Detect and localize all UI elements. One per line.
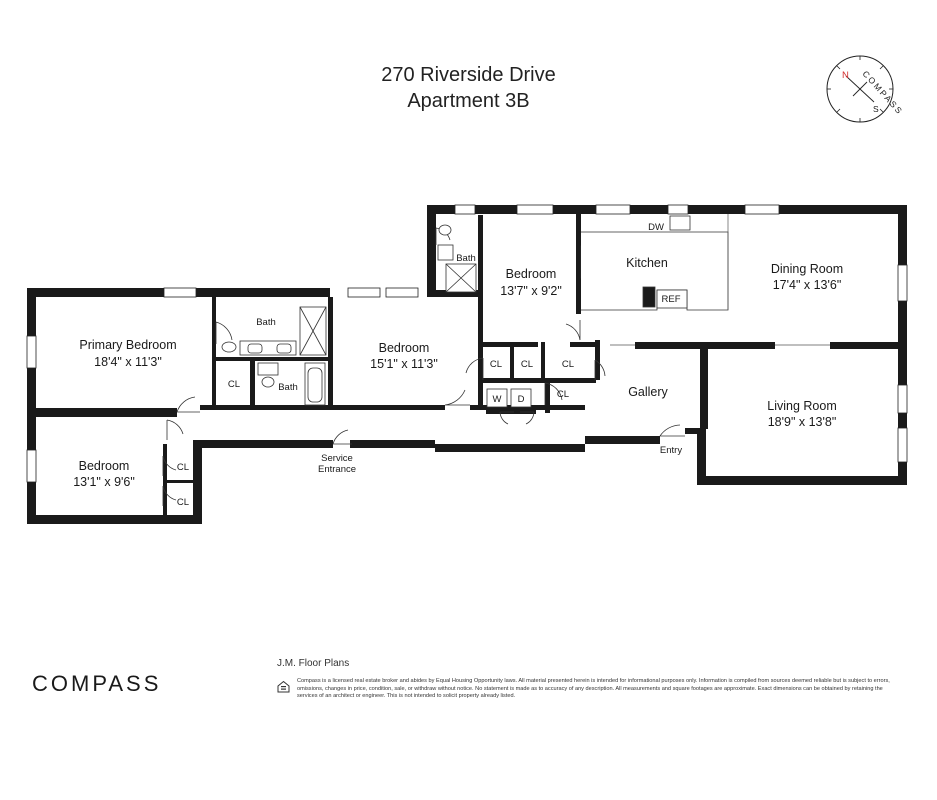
divider-lines [610, 214, 830, 346]
closet-label-primary: CL [228, 379, 240, 390]
closet-label-left-1: CL [177, 462, 189, 473]
living-room-name: Living Room [767, 399, 836, 413]
dryer-label: D [518, 394, 525, 405]
windows [26, 204, 908, 483]
bedroom-upper-size: 13'7" x 9'2" [500, 284, 562, 298]
bedroom-upper-name: Bedroom [506, 267, 557, 281]
closet-label-left-2: CL [177, 497, 189, 508]
compass-north: N [842, 70, 849, 81]
living-room-size: 18'9" x 13'8" [768, 415, 837, 429]
bedroom-left-name: Bedroom [79, 459, 130, 473]
closet-label-4: CL [557, 389, 569, 400]
bath-label-second: Bath [278, 382, 298, 393]
kitchen-name: Kitchen [626, 256, 668, 270]
bedroom-center-name: Bedroom [379, 341, 430, 355]
bedroom-center-size: 15'1" x 11'3" [370, 357, 438, 371]
gallery-name: Gallery [628, 385, 668, 399]
entry-label: Entry [660, 445, 682, 456]
equal-housing-icon [277, 680, 290, 693]
compass-logo: COMPASS [32, 671, 162, 696]
floor-plan-credit: J.M. Floor Plans [277, 658, 350, 669]
service-entrance-line1: Service [321, 453, 353, 464]
dining-room-size: 17'4" x 13'6" [773, 278, 842, 292]
bedroom-left-size: 13'1" x 9'6" [73, 475, 135, 489]
closet-label-3: CL [562, 359, 574, 370]
bath-label-upper: Bath [456, 253, 476, 264]
washer-label: W [493, 394, 502, 405]
closet-label-2: CL [521, 359, 533, 370]
walls [27, 205, 907, 524]
primary-bedroom-size: 18'4" x 11'3" [94, 355, 162, 369]
address-title: 270 Riverside Drive [381, 64, 556, 86]
refrigerator-label: REF [662, 294, 681, 305]
compass-south: S [873, 104, 879, 114]
compass-text: COMPASS [861, 69, 906, 117]
dishwasher-label: DW [648, 222, 664, 233]
apartment-title: Apartment 3B [407, 90, 530, 112]
compass-rose-icon: N S COMPASS [826, 55, 906, 123]
dining-room-name: Dining Room [771, 262, 843, 276]
bath-label-primary: Bath [256, 317, 276, 328]
primary-bedroom-name: Primary Bedroom [79, 338, 176, 352]
service-entrance-line2: Entrance [318, 464, 356, 475]
closet-label-1: CL [490, 359, 502, 370]
doors [162, 227, 685, 506]
legal-disclaimer: Compass is a licensed real estate broker… [297, 678, 890, 699]
fixtures [221, 215, 729, 408]
